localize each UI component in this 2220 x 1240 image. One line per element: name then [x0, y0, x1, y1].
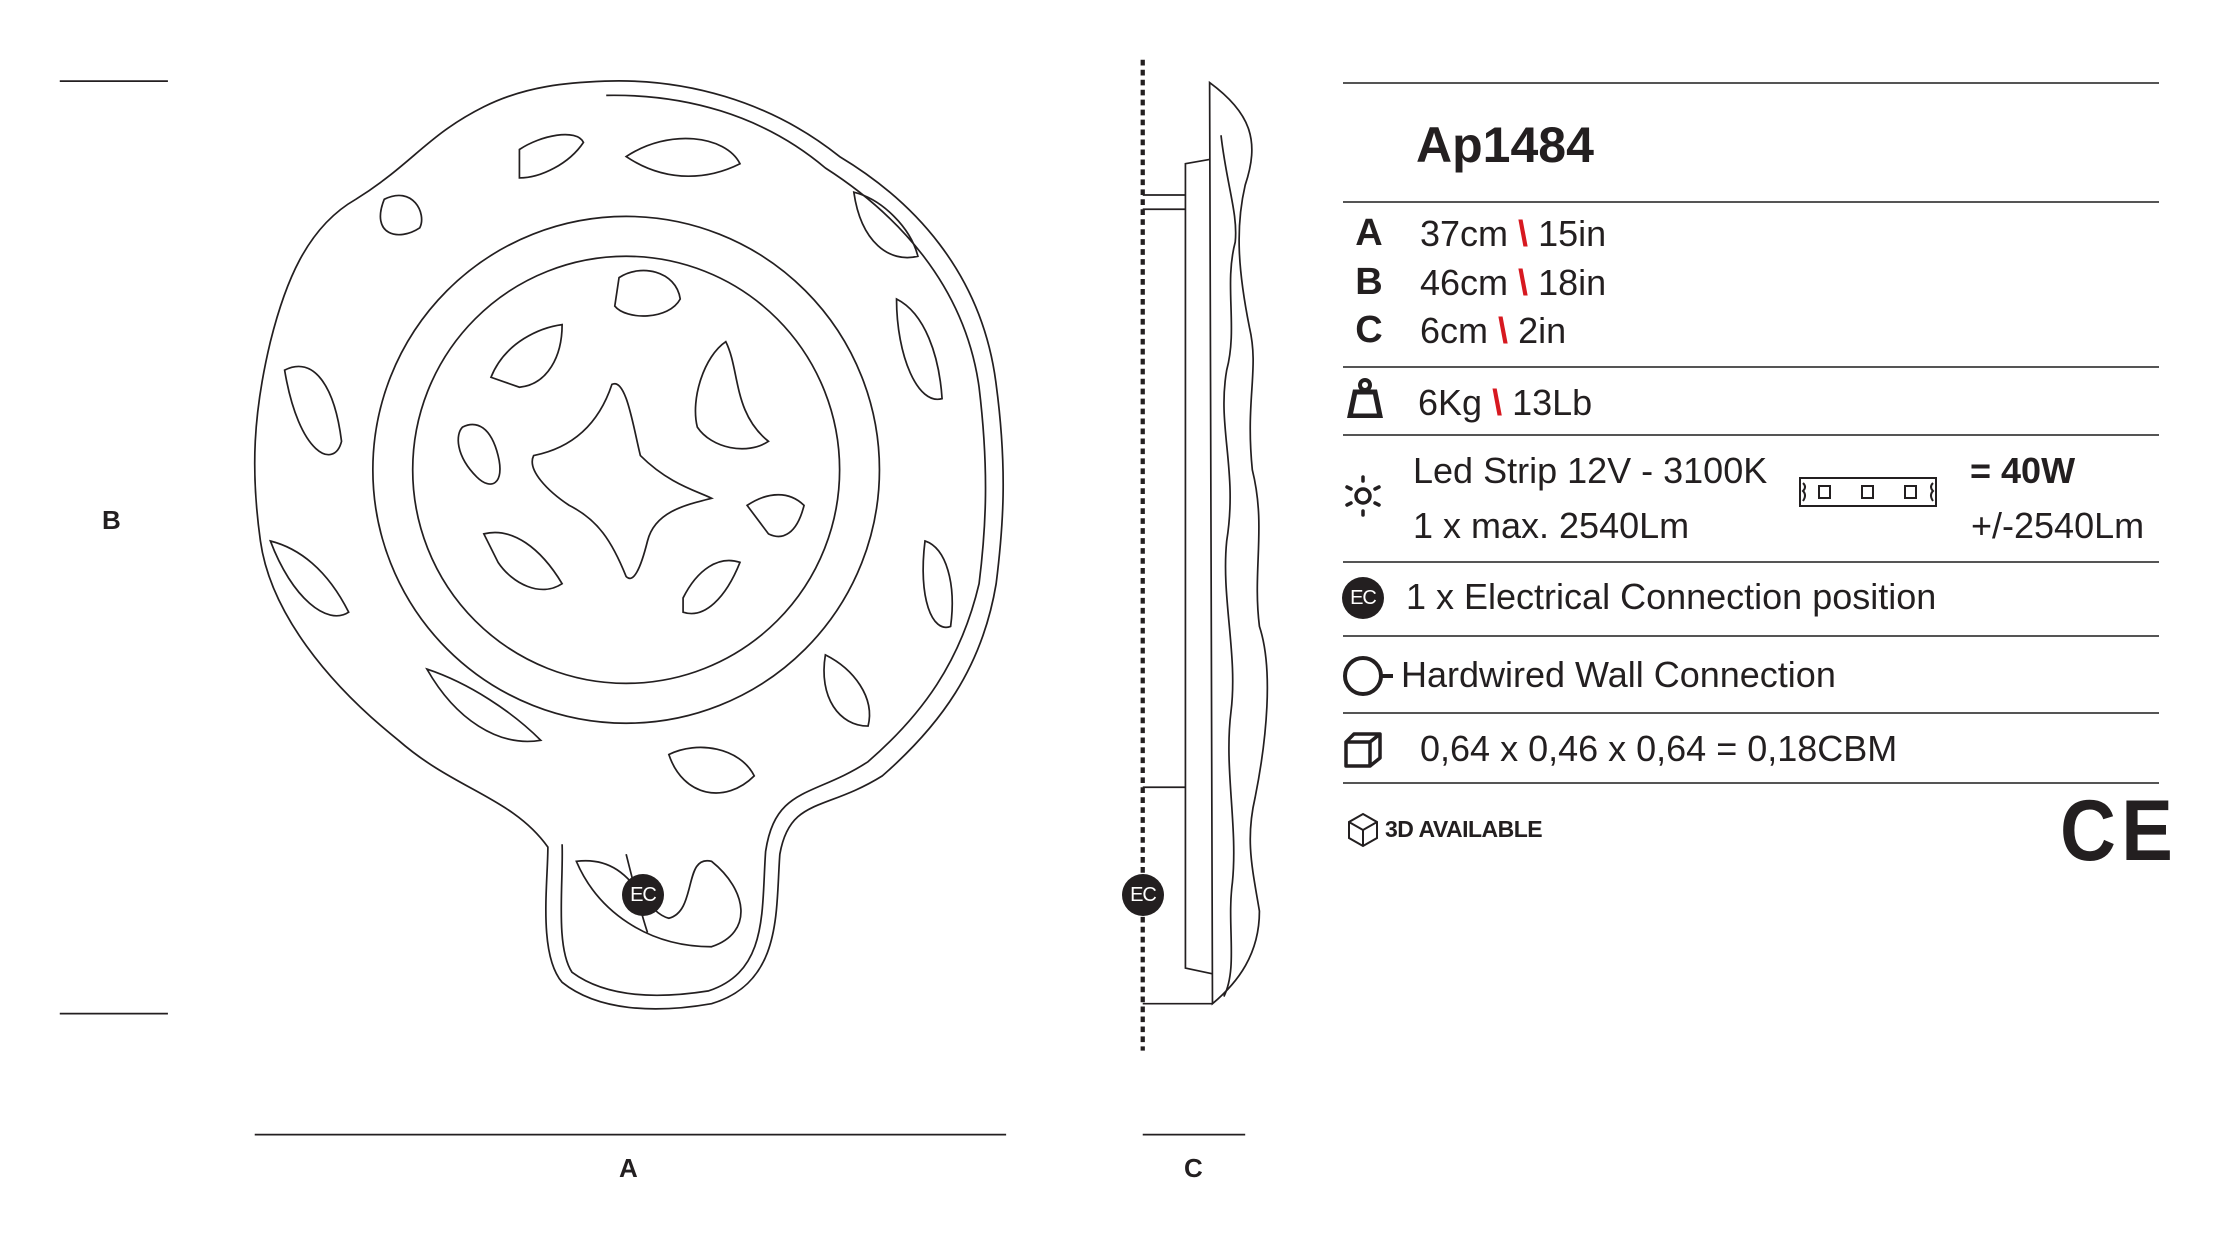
front-view-outline: [253, 80, 1005, 1010]
weight-value: 6Kg \ 13Lb: [1418, 382, 1593, 423]
cube-3d-icon: [1348, 812, 1378, 848]
side-view-panel: [1208, 80, 1269, 1006]
dim-letter-b: B: [1355, 261, 1383, 303]
side-view-backplate: [1184, 158, 1213, 975]
light-lumen-text: 1 x max. 2540Lm: [1413, 505, 1690, 546]
ec-marker-front: EC: [622, 874, 664, 916]
divider: [1343, 712, 2159, 714]
divider: [1343, 434, 2159, 436]
ec-badge: EC: [1342, 577, 1384, 619]
ce-mark: CE: [2060, 783, 2179, 879]
divider: [1343, 561, 2159, 563]
divider: [1343, 366, 2159, 368]
led-strip-icon: [1799, 477, 1937, 507]
hardwired-connection-text: Hardwired Wall Connection: [1401, 654, 1836, 695]
front-view-inner-outline: [560, 94, 987, 997]
electrical-connection-text: 1 x Electrical Connection position: [1406, 576, 1937, 617]
packaging-volume-text: 0,64 x 0,46 x 0,64 = 0,18CBM: [1420, 728, 1898, 769]
box-icon: [1344, 732, 1382, 768]
divider: [1343, 782, 2159, 784]
dim-label-a: A: [619, 1153, 638, 1183]
divider: [1343, 82, 2159, 84]
dim-value-a: 37cm \ 15in: [1420, 213, 1607, 254]
dim-letter-a: A: [1355, 212, 1383, 254]
divider: [1343, 201, 2159, 203]
dim-value-c: 6cm \ 2in: [1420, 310, 1567, 351]
hardwired-icon: [1343, 656, 1393, 696]
3d-available-label[interactable]: 3D AVAILABLE: [1385, 816, 1543, 842]
sun-icon: [1345, 475, 1381, 517]
model-title: Ap1484: [1416, 117, 1594, 173]
dim-value-b: 46cm \ 18in: [1420, 262, 1607, 303]
power-value: = 40W: [1970, 450, 2076, 491]
dim-label-b: B: [102, 505, 121, 535]
ec-marker-side: EC: [1122, 874, 1164, 916]
dim-label-c: C: [1184, 1153, 1203, 1183]
weight-icon: [1347, 378, 1383, 418]
total-lumen-value: +/-2540Lm: [1971, 505, 2145, 546]
light-source-text: Led Strip 12V - 3100K: [1413, 450, 1768, 491]
dim-letter-c: C: [1355, 309, 1383, 351]
front-view-inner-ring: [371, 215, 881, 725]
divider: [1343, 635, 2159, 637]
front-view-inner-ring-2: [411, 255, 841, 685]
